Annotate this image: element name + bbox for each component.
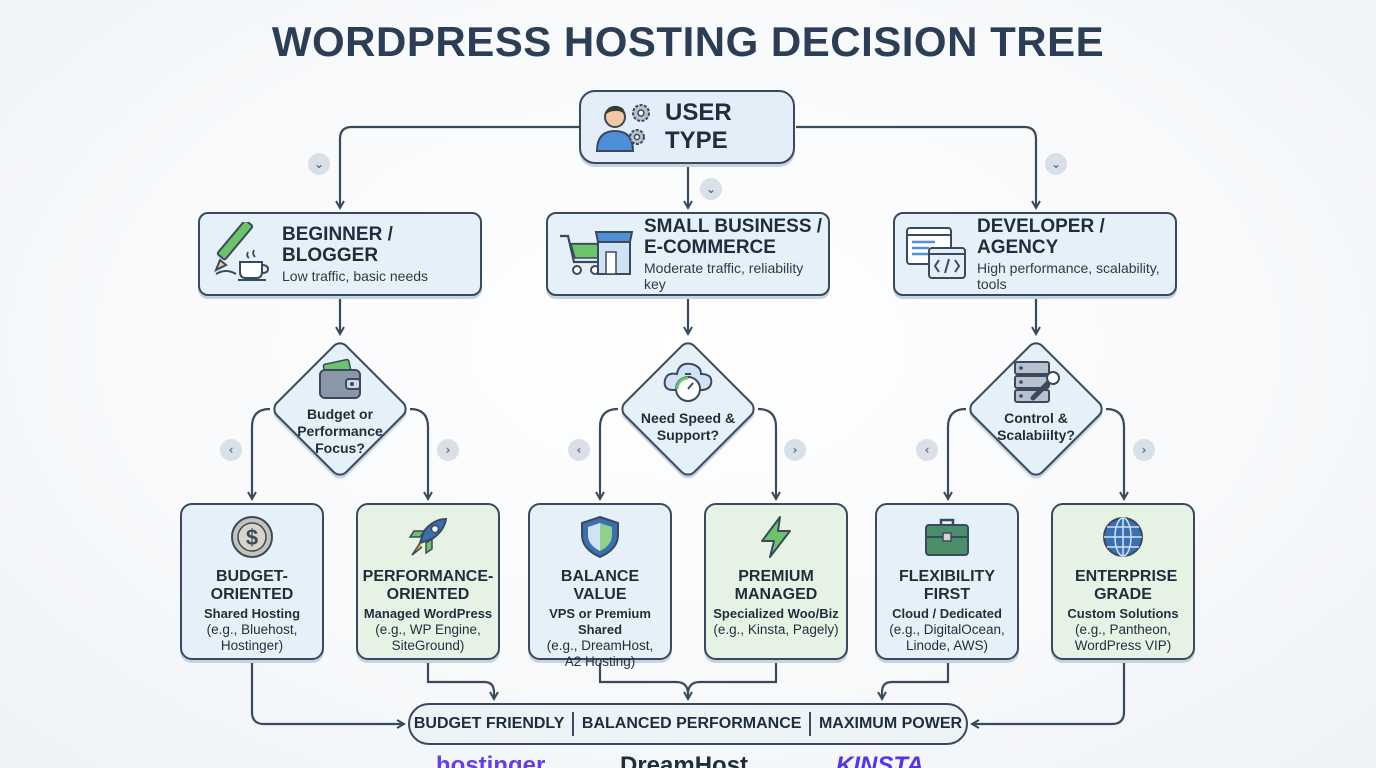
category-subtitle: Low traffic, basic needs [282, 268, 429, 284]
category-beginner-blogger: BEGINNER / BLOGGER Low traffic, basic ne… [198, 212, 482, 296]
leaf-performance-oriented: PERFORMANCE-ORIENTED Managed WordPress (… [356, 503, 500, 660]
leaf-examples: (e.g., Bluehost, Hostinger) [206, 622, 298, 653]
decision-label: Budget or Performance Focus? [297, 406, 383, 456]
page-title: WORDPRESS HOSTING DECISION TREE [271, 18, 1105, 65]
kinsta-logo: KINSTA [836, 752, 924, 768]
leaf-examples: (e.g., Pantheon, WordPress VIP) [1074, 622, 1172, 653]
chevron-left-icon: ‹ [568, 439, 590, 461]
leaf-flexibility-first: FLEXIBILITY FIRST Cloud / Dedicated (e.g… [875, 503, 1019, 660]
chevron-right-icon: › [784, 439, 806, 461]
category-title: SMALL BUSINESS / E-COMMERCE [644, 216, 823, 258]
leaf-enterprise-grade: ENTERPRISE GRADE Custom Solutions (e.g.,… [1051, 503, 1195, 660]
svg-text:$: $ [246, 525, 258, 550]
chevron-left-icon: ‹ [916, 439, 938, 461]
leaf-type: Custom Solutions [1067, 606, 1179, 621]
decision-label: Need Speed & Support? [640, 410, 736, 443]
bar-divider [572, 712, 575, 736]
leaf2-to-bar-line [426, 662, 494, 699]
leaf-budget-oriented: $ BUDGET-ORIENTED Shared Hosting (e.g., … [180, 503, 324, 660]
leaf-title: BALANCE VALUE [560, 568, 640, 603]
globe-icon [1053, 515, 1193, 564]
leaf-type: Managed WordPress [363, 606, 493, 621]
leaf-title: PERFORMANCE-ORIENTED [362, 568, 494, 603]
dreamhost-logo: DreamHost [620, 752, 749, 768]
outcome-bar: BUDGET FRIENDLY BALANCED PERFORMANCE MAX… [408, 703, 968, 745]
shop-cart-icon [558, 222, 634, 287]
leaf-title: PREMIUM MANAGED [734, 568, 818, 603]
leaf-examples: (e.g., WP Engine, SiteGround) [375, 622, 481, 653]
outcome-maximum-power: MAXIMUM POWER [818, 715, 963, 732]
leaf-premium-managed: PREMIUM MANAGED Specialized Woo/Biz (e.g… [704, 503, 848, 660]
leaf-title: FLEXIBILITY FIRST [899, 568, 995, 603]
code-window-icon [905, 222, 967, 287]
decision-speed: Need Speed & Support? [628, 358, 748, 444]
hostinger-logo: hostinger [436, 752, 546, 768]
decision2-right-line [757, 407, 776, 499]
wallet-icon [316, 358, 364, 405]
chevron-right-icon: › [1133, 439, 1155, 461]
leaf-examples: (e.g., DigitalOcean, Linode, AWS) [889, 622, 1005, 653]
leaf6-to-bar-line [972, 662, 1126, 724]
leaf-title: ENTERPRISE GRADE [1075, 568, 1178, 603]
leaf5-to-bar-line [882, 662, 950, 699]
leaf-examples: (e.g., DreamHost, A2 Hosting) [546, 638, 654, 669]
leaf-balance-value: BALANCE VALUE VPS or Premium Shared (e.g… [528, 503, 672, 669]
chevron-down-icon: ⌄ [700, 178, 722, 200]
decision-control: Control & Scalabiilty? [976, 358, 1096, 444]
host-logos-strip: hostinger DreamHost KINSTA [0, 752, 1376, 768]
user-gear-icon [595, 97, 657, 158]
leaf4-to-bar-line [686, 662, 778, 695]
decision3-right-line [1105, 407, 1124, 499]
dollar-coin-icon: $ [182, 515, 322, 564]
user-type-node: USER TYPE [579, 90, 795, 164]
leaf-type: VPS or Premium Shared [549, 606, 651, 637]
decision2-left-line [600, 407, 619, 499]
leaf1-to-bar-line [250, 662, 404, 724]
leaf-type: Cloud / Dedicated [892, 606, 1002, 621]
category-subtitle: Moderate traffic, reliability key [644, 260, 804, 292]
decision-label: Control & Scalabiilty? [997, 410, 1075, 443]
leaf-type: Specialized Woo/Biz [713, 606, 839, 621]
outcome-budget-friendly: BUDGET FRIENDLY [413, 715, 565, 732]
category-title: BEGINNER / BLOGGER [282, 224, 393, 266]
chevron-left-icon: ‹ [220, 439, 242, 461]
chevron-right-icon: › [437, 439, 459, 461]
leaf-type: Shared Hosting [203, 606, 301, 621]
root-to-beginner-line [340, 125, 579, 208]
pencil-coffee-icon [210, 219, 272, 287]
chevron-down-icon: ⌄ [1045, 153, 1067, 175]
cloud-stopwatch-icon [661, 362, 715, 409]
rocket-icon [358, 515, 498, 564]
decision3-left-line [948, 407, 967, 499]
category-small-business: SMALL BUSINESS / E-COMMERCE Moderate tra… [546, 212, 830, 296]
category-developer-agency: DEVELOPER / AGENCY High performance, sca… [893, 212, 1177, 296]
chevron-down-icon: ⌄ [308, 153, 330, 175]
decision-budget: Budget or Performance Focus? [280, 358, 400, 457]
decision1-right-line [409, 407, 428, 499]
lightning-icon [706, 515, 846, 564]
decision1-left-line [252, 407, 271, 499]
outcome-balanced-performance: BALANCED PERFORMANCE [581, 715, 802, 732]
root-to-developer-line [796, 125, 1036, 208]
shield-icon [530, 515, 670, 564]
category-title: DEVELOPER / AGENCY [977, 216, 1105, 258]
leaf-examples: (e.g., Kinsta, Pagely) [713, 622, 839, 637]
root-label: USER TYPE [665, 99, 732, 154]
toolbox-icon [877, 515, 1017, 564]
leaf-title: BUDGET-ORIENTED [210, 568, 294, 603]
bar-divider [809, 712, 812, 736]
server-wrench-icon [1011, 361, 1061, 409]
category-subtitle: High performance, scalability, tools [977, 260, 1160, 292]
